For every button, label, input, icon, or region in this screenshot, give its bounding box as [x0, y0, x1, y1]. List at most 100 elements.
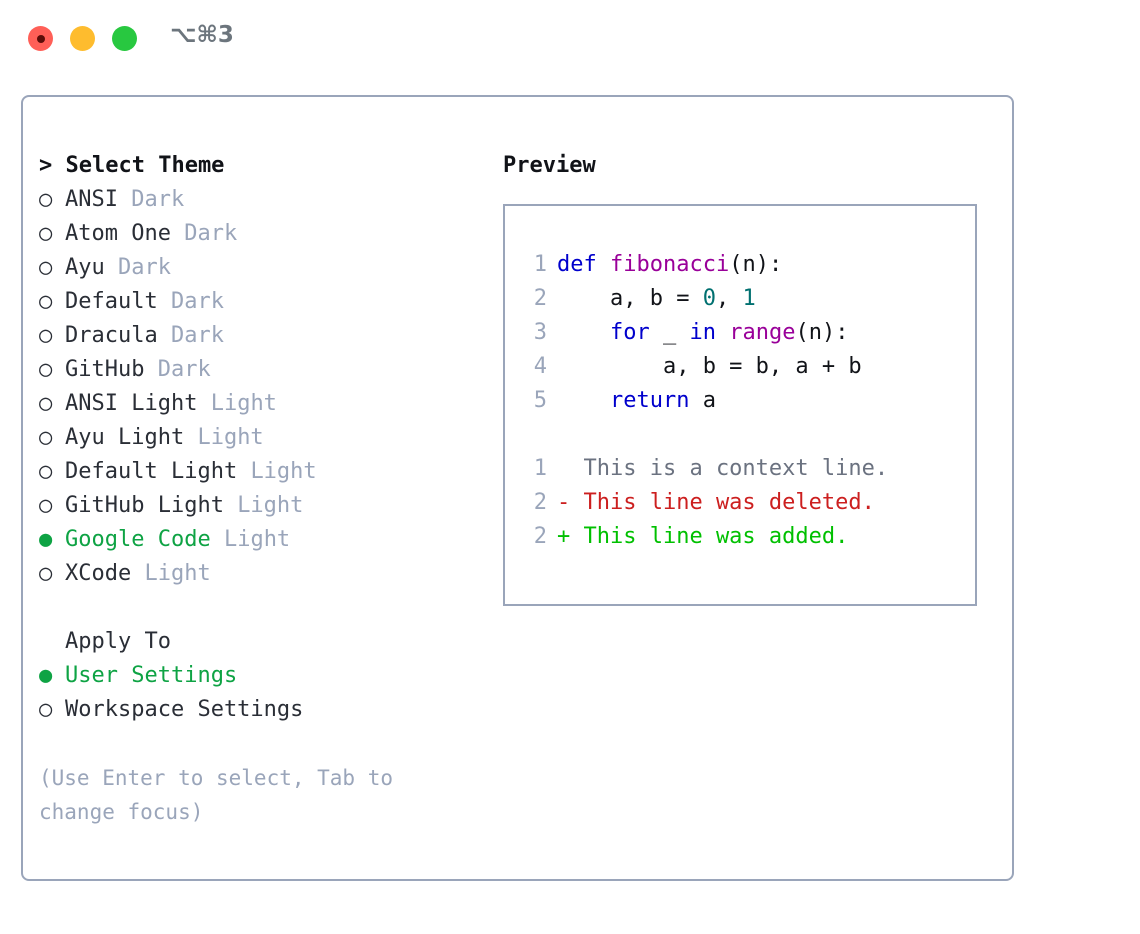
apply-to-option-user-settings[interactable]: ● User Settings	[39, 659, 499, 693]
code-token: range	[729, 320, 796, 345]
line-number: 2	[533, 524, 547, 549]
main-panel: > Select Theme ○ANSI Dark○Atom One Dark○…	[21, 95, 1014, 881]
diff-line: 2 + This line was added.	[505, 520, 975, 554]
theme-variant-label: Light	[210, 391, 277, 416]
line-number: 2	[533, 490, 547, 515]
theme-option-label: Default Light	[65, 459, 251, 484]
code-token: 0	[702, 286, 716, 311]
apply-to-option-workspace-settings[interactable]: ○ Workspace Settings	[39, 693, 499, 727]
theme-option-label: Ayu Light	[65, 425, 198, 450]
theme-option-github-light[interactable]: ○ GitHub Light Light	[39, 489, 499, 523]
code-token	[716, 320, 729, 345]
theme-option-label: ANSI Light	[65, 391, 211, 416]
traffic-lights	[28, 26, 137, 51]
theme-option-default-light[interactable]: ○ Default Light Light	[39, 455, 499, 489]
theme-option-ayu[interactable]: ○ Ayu Dark	[39, 251, 499, 285]
code-token: return	[609, 388, 690, 413]
theme-variant-label: Light	[237, 493, 304, 518]
close-window-button[interactable]	[28, 26, 53, 51]
radio-unselected-icon: ○	[39, 425, 53, 450]
line-number: 2	[533, 286, 547, 311]
theme-option-label: Dracula	[65, 323, 171, 348]
theme-variant-label: Dark	[117, 255, 171, 280]
diff-line-text: + This line was added.	[557, 524, 849, 549]
radio-unselected-icon: ○	[39, 289, 53, 314]
radio-unselected-icon: ○	[39, 493, 53, 518]
diff-sample: 1 This is a context line. 2 - This line wa…	[505, 452, 975, 554]
radio-unselected-icon: ○	[39, 391, 53, 416]
maximize-window-button[interactable]	[112, 26, 137, 51]
theme-variant-label: Dark	[170, 289, 224, 314]
code-token: (n):	[729, 252, 783, 277]
code-token: 1	[742, 286, 756, 311]
select-theme-heading: > Select Theme	[39, 153, 225, 178]
diff-line: 2 - This line was deleted.	[505, 486, 975, 520]
theme-picker-column: > Select Theme ○ANSI Dark○Atom One Dark○…	[39, 149, 499, 829]
radio-unselected-icon: ○	[39, 561, 53, 586]
code-line: 2 a, b = 0, 1	[505, 282, 975, 316]
apply-to-options-list: ● User Settings ○ Workspace Settings	[39, 659, 499, 727]
diff-line-text: - This line was deleted.	[557, 490, 875, 515]
radio-unselected-icon: ○	[39, 459, 53, 484]
code-token: a, b = b, a + b	[557, 354, 862, 379]
line-number: 1	[533, 252, 547, 277]
theme-variant-label: Light	[197, 425, 264, 450]
theme-option-github[interactable]: ○ GitHub Dark	[39, 353, 499, 387]
apply-to-heading: Apply To	[65, 629, 171, 654]
radio-unselected-icon: ○	[39, 255, 53, 280]
minimize-window-button[interactable]	[70, 26, 95, 51]
theme-option-label: Atom One	[65, 221, 185, 246]
radio-unselected-icon: ○	[39, 323, 53, 348]
theme-option-ansi[interactable]: ○ANSI Dark	[39, 183, 499, 217]
theme-option-label: XCode	[65, 561, 145, 586]
theme-option-atom-one[interactable]: ○ Atom One Dark	[39, 217, 499, 251]
radio-unselected-icon: ○	[39, 357, 53, 382]
code-token: def	[557, 252, 597, 277]
keyboard-hint-text: (Use Enter to select, Tab to change focu…	[39, 766, 394, 824]
theme-option-label: ANSI	[65, 187, 132, 212]
code-token: for	[609, 320, 650, 345]
preview-heading: Preview	[503, 153, 596, 178]
code-line: 1 def fibonacci(n):	[505, 248, 975, 282]
code-token	[557, 320, 610, 345]
theme-option-label: GitHub Light	[65, 493, 238, 518]
theme-option-dracula[interactable]: ○ Dracula Dark	[39, 319, 499, 353]
radio-selected-icon: ●	[39, 663, 53, 688]
theme-option-ansi-light[interactable]: ○ ANSI Light Light	[39, 387, 499, 421]
radio-unselected-icon: ○	[39, 697, 53, 722]
theme-variant-label: Light	[223, 527, 291, 552]
code-token: in	[689, 320, 716, 345]
diff-line-text: This is a context line.	[557, 456, 889, 481]
theme-variant-label: Light	[250, 459, 317, 484]
keyboard-shortcut-label: ⌥⌘3	[170, 22, 234, 48]
theme-variant-label: Dark	[184, 221, 238, 246]
line-number: 5	[533, 388, 547, 413]
code-token: _	[649, 320, 690, 345]
theme-option-default[interactable]: ○ Default Dark	[39, 285, 499, 319]
radio-unselected-icon: ○	[39, 221, 53, 246]
theme-variant-label: Dark	[157, 357, 211, 382]
theme-variant-label: Dark	[170, 323, 224, 348]
theme-option-label: GitHub	[65, 357, 158, 382]
code-line: 3 for _ in range(n):	[505, 316, 975, 350]
theme-options-list: ○ANSI Dark○Atom One Dark○Ayu Dark○Defaul…	[39, 183, 499, 591]
apply-to-option-label: User Settings	[65, 663, 238, 688]
code-token: a, b =	[557, 286, 703, 311]
theme-option-label: Ayu	[65, 255, 118, 280]
code-token: fibonacci	[610, 252, 730, 277]
theme-option-label: Default	[65, 289, 171, 314]
theme-option-label: Google Code	[65, 527, 224, 552]
code-token	[597, 252, 610, 277]
theme-variant-label: Dark	[131, 187, 185, 212]
theme-option-xcode[interactable]: ○XCode Light	[39, 557, 499, 591]
radio-selected-icon: ●	[39, 527, 53, 552]
theme-option-ayu-light[interactable]: ○ Ayu Light Light	[39, 421, 499, 455]
apply-to-option-label: Workspace Settings	[65, 697, 304, 722]
line-number: 4	[533, 354, 547, 379]
diff-line: 1 This is a context line.	[505, 452, 975, 486]
line-number: 3	[533, 320, 547, 345]
theme-option-google-code[interactable]: ● Google Code Light	[39, 523, 499, 557]
